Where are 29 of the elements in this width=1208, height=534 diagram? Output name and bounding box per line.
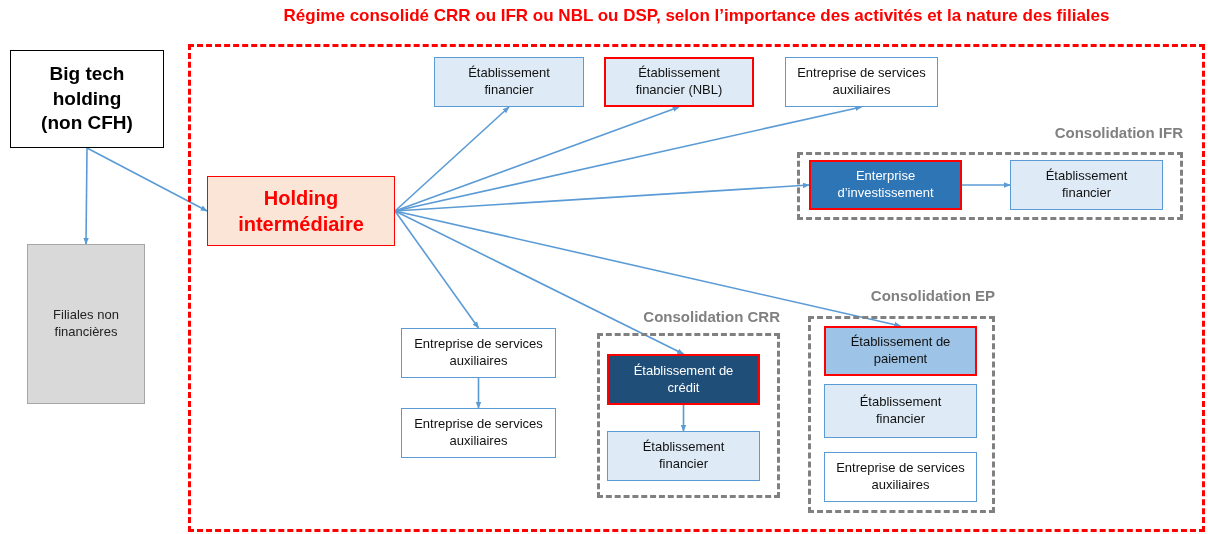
arrow <box>394 210 902 328</box>
arrow <box>394 210 480 329</box>
group-heading: Régime consolidé CRR ou IFR ou NBL ou DSP, selon l’importance des activités et la nature des filiales <box>283 6 1110 26</box>
entity-box: Établissement financier <box>824 384 977 438</box>
arrow <box>394 106 510 212</box>
entity-box: Établissement de paiement <box>824 326 977 376</box>
holding-box: Holding intermédiaire <box>207 176 395 246</box>
entity-box: Entreprise de services auxiliaires <box>401 328 556 378</box>
arrow <box>86 147 208 212</box>
arrow <box>83 147 89 245</box>
entity-box: Établissement de crédit <box>607 354 760 405</box>
group-heading: Consolidation CRR <box>643 308 780 325</box>
subsidiary-box: Filiales non financières <box>27 244 145 404</box>
entity-box: Établissement financier <box>1010 160 1163 210</box>
arrow <box>680 404 687 432</box>
group-heading: Consolidation EP <box>870 287 995 304</box>
entity-box: Établissement financier <box>434 57 584 107</box>
entity-box: Entreprise de services auxiliaires <box>401 408 556 458</box>
group-heading: Consolidation IFR <box>1054 124 1183 141</box>
arrow <box>961 182 1011 188</box>
arrow <box>394 210 685 355</box>
entity-box: Établissement financier (NBL) <box>604 57 754 107</box>
arrow <box>394 106 680 212</box>
entity-box: Enterprise d’investissement <box>809 160 962 210</box>
holding-box: Big tech holding (non CFH) <box>10 50 164 148</box>
entity-box: Entreprise de services auxiliaires <box>785 57 938 107</box>
arrow <box>475 377 482 409</box>
entity-box: Entreprise de services auxiliaires <box>824 452 977 502</box>
entity-box: Établissement financier <box>607 431 760 481</box>
